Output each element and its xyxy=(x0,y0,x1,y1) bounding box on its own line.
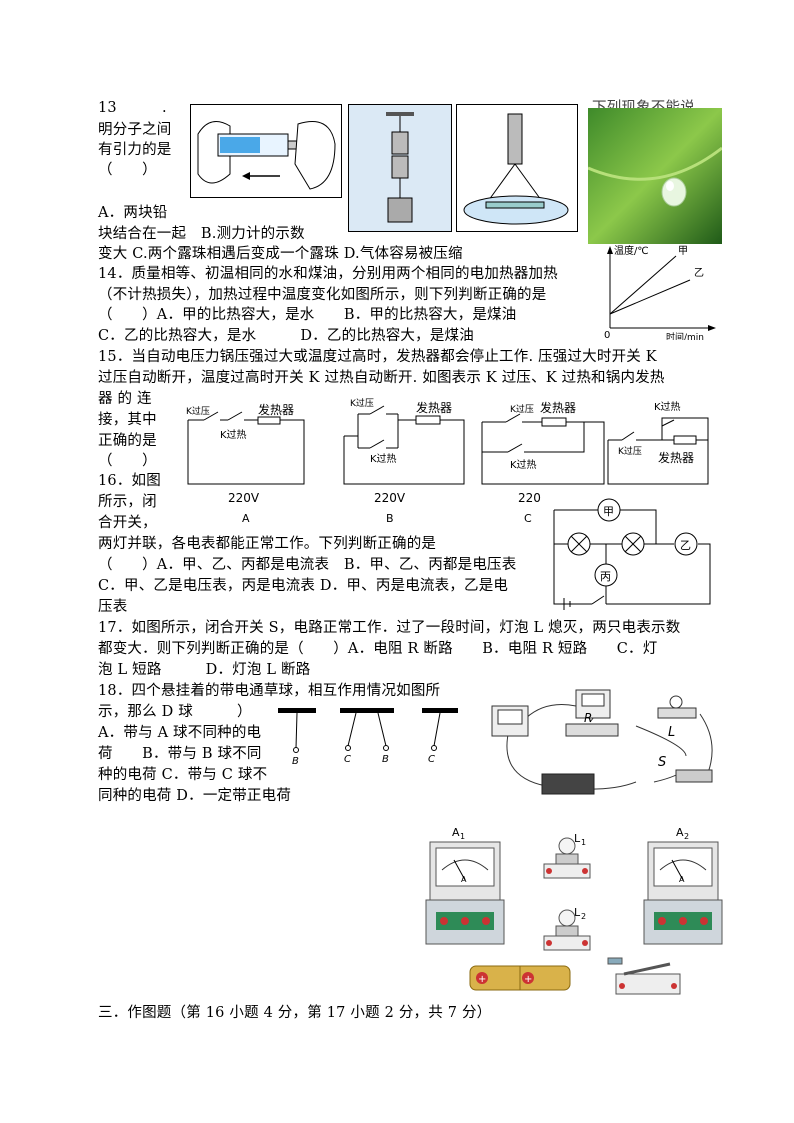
svg-text:B: B xyxy=(386,512,394,525)
q13-line1: 明分子之间 xyxy=(98,122,172,138)
q13-line3: （ ） xyxy=(98,162,157,178)
q15-line2: 过压自动断开，温度过高时开关 K 过热自动断开. 如图表示 K 过压、K 过热和… xyxy=(98,370,665,386)
q15-line1: 15．当自动电压力锅压强过大或温度过高时，发热器都会停止工作. 压强过大时开关 … xyxy=(98,349,657,365)
q18-line6: 同种的电荷 D．一定带正电荷 xyxy=(98,788,292,804)
q14-line3: （ ）A．甲的比热容大，是水 B．甲的比热容大，是煤油 xyxy=(98,307,517,323)
svg-text:C: C xyxy=(524,512,532,525)
svg-text:A: A xyxy=(242,512,250,525)
q18-line1: 18．四个悬挂着的带电通草球，相互作用情况如图所 xyxy=(98,683,441,699)
svg-text:丙: 丙 xyxy=(600,570,611,583)
lead-blocks-figure xyxy=(348,104,452,232)
q15-line6: （ ） xyxy=(98,453,157,469)
svg-text:K过压: K过压 xyxy=(618,445,642,457)
svg-text:L: L xyxy=(668,725,675,740)
q18-line4: 荷 B．带与 B 球不同 xyxy=(98,746,262,762)
q16-line3: 合开关， xyxy=(98,515,157,531)
svg-text:+: + xyxy=(524,974,532,985)
q16-line1: 16．如图 xyxy=(98,473,161,489)
q16-circuit: 甲 乙 丙 xyxy=(553,498,711,610)
svg-text:A: A xyxy=(452,826,460,839)
circuit-b: K过压 K过热 发热器 220V B xyxy=(343,397,465,525)
svg-text:K过热: K过热 xyxy=(370,452,397,465)
q16-line7: 压表 xyxy=(98,599,128,615)
q13-dot: . xyxy=(162,100,167,116)
svg-text:K过热: K过热 xyxy=(220,428,247,441)
apparatus-figure: A 1 A L 1 L 2 A 2 A + + xyxy=(425,826,723,995)
q18-line2: 示，那么 D 球 ） xyxy=(98,704,252,720)
svg-text:L: L xyxy=(574,906,581,919)
svg-text:2: 2 xyxy=(581,912,586,921)
q18-line3: A．带与 A 球不同种的电 xyxy=(98,725,262,741)
spring-scale-figure xyxy=(456,104,578,232)
q17-line1: 17．如图所示，闭合开关 S，电路正常工作．过了一段时间，灯泡 L 熄灭，两只电… xyxy=(98,620,681,636)
dew-drop-photo xyxy=(588,108,722,244)
section3-title: 三．作图题（第 16 小题 4 分，第 17 小题 2 分，共 7 分） xyxy=(98,1005,492,1021)
svg-text:220V: 220V xyxy=(228,491,260,505)
svg-text:B: B xyxy=(292,756,299,767)
svg-text:B: B xyxy=(382,754,389,765)
q16-line5: （ ）A．甲、乙、丙都是电流表 B．甲、乙、丙都是电压表 xyxy=(98,557,517,573)
q17-circuit-photo: R L S xyxy=(491,689,713,795)
svg-text:K过压: K过压 xyxy=(350,397,374,409)
q13-line5: 块结合在一起 B.测力计的示数 xyxy=(98,226,305,242)
graph-series-a: 甲 xyxy=(678,246,688,257)
svg-text:K过压: K过压 xyxy=(510,403,534,415)
circuit-d: K过热 K过压 发热器 xyxy=(607,400,709,485)
graph-x-label: 时间/min xyxy=(666,331,704,340)
q16-line6: C．甲、乙是电压表，丙是电流表 D．甲、丙是电流表，乙是电 xyxy=(98,578,509,594)
svg-text:K过压: K过压 xyxy=(186,405,210,417)
svg-text:S: S xyxy=(658,755,666,770)
svg-text:1: 1 xyxy=(460,832,465,841)
svg-text:发热器: 发热器 xyxy=(416,400,452,415)
svg-text:C: C xyxy=(344,754,351,765)
q14-line4: C．乙的比热容大，是水 D．乙的比热容大，是煤油 xyxy=(98,328,474,344)
svg-text:220: 220 xyxy=(518,491,541,505)
charged-balls-figure: B C B C xyxy=(278,708,458,767)
q14-line2: （不计热损失），加热过程中温度变化如图所示，则下列判断正确的是 xyxy=(98,287,547,303)
q13-number: 13 xyxy=(98,100,117,116)
graph-y-label: 温度/℃ xyxy=(614,244,649,257)
svg-text:发热器: 发热器 xyxy=(540,400,576,415)
svg-text:2: 2 xyxy=(684,832,689,841)
q13-line4: A．两块铅 xyxy=(98,205,168,221)
svg-text:发热器: 发热器 xyxy=(658,450,694,465)
syringe-figure xyxy=(190,104,342,198)
temperature-time-graph: 温度/℃ 甲 乙 0 时间/min xyxy=(604,244,716,340)
svg-text:1: 1 xyxy=(581,838,586,847)
svg-text:甲: 甲 xyxy=(603,505,614,518)
svg-text:L: L xyxy=(574,832,581,845)
q17-line3: 泡 L 短路 D．灯泡 L 断路 xyxy=(98,662,311,678)
q14-line1: 14．质量相等、初温相同的水和煤油，分别用两个相同的电加热器加热 xyxy=(98,266,558,282)
svg-text:C: C xyxy=(428,754,435,765)
q17-line2: 都变大．则下列判断正确的是（ ）A．电阻 R 断路 B．电阻 R 短路 C．灯 xyxy=(98,641,658,657)
svg-text:220V: 220V xyxy=(374,491,406,505)
q16-line4: 两灯并联，各电表都能正常工作。下列判断正确的是 xyxy=(98,536,437,552)
graph-origin: 0 xyxy=(604,330,610,340)
graph-series-b: 乙 xyxy=(694,267,704,279)
q18-line5: 种的电荷 C．带与 C 球不 xyxy=(98,767,268,783)
circuit-c: K过压 K过热 发热器 220 C xyxy=(481,400,605,525)
circuit-a: K过压 K过热 发热器 220V A xyxy=(186,402,305,525)
svg-text:A: A xyxy=(461,875,467,884)
svg-text:A: A xyxy=(676,826,684,839)
svg-text:R: R xyxy=(584,711,592,725)
svg-text:乙: 乙 xyxy=(680,539,691,552)
q13-line2: 有引力的是 xyxy=(98,142,172,158)
svg-text:K过热: K过热 xyxy=(510,458,537,471)
q15-line4: 接，其中 xyxy=(98,412,157,428)
q13-line6: 变大 C.两个露珠相遇后变成一个露珠 D.气体容易被压缩 xyxy=(98,246,463,262)
svg-text:K过热: K过热 xyxy=(654,400,681,413)
svg-text:发热器: 发热器 xyxy=(258,402,294,417)
q15-line5: 正确的是 xyxy=(98,433,157,449)
q15-line3: 器 的 连 xyxy=(98,391,152,407)
svg-text:+: + xyxy=(478,974,486,985)
svg-text:A: A xyxy=(679,875,685,884)
q16-line2: 所示，闭 xyxy=(98,494,157,510)
